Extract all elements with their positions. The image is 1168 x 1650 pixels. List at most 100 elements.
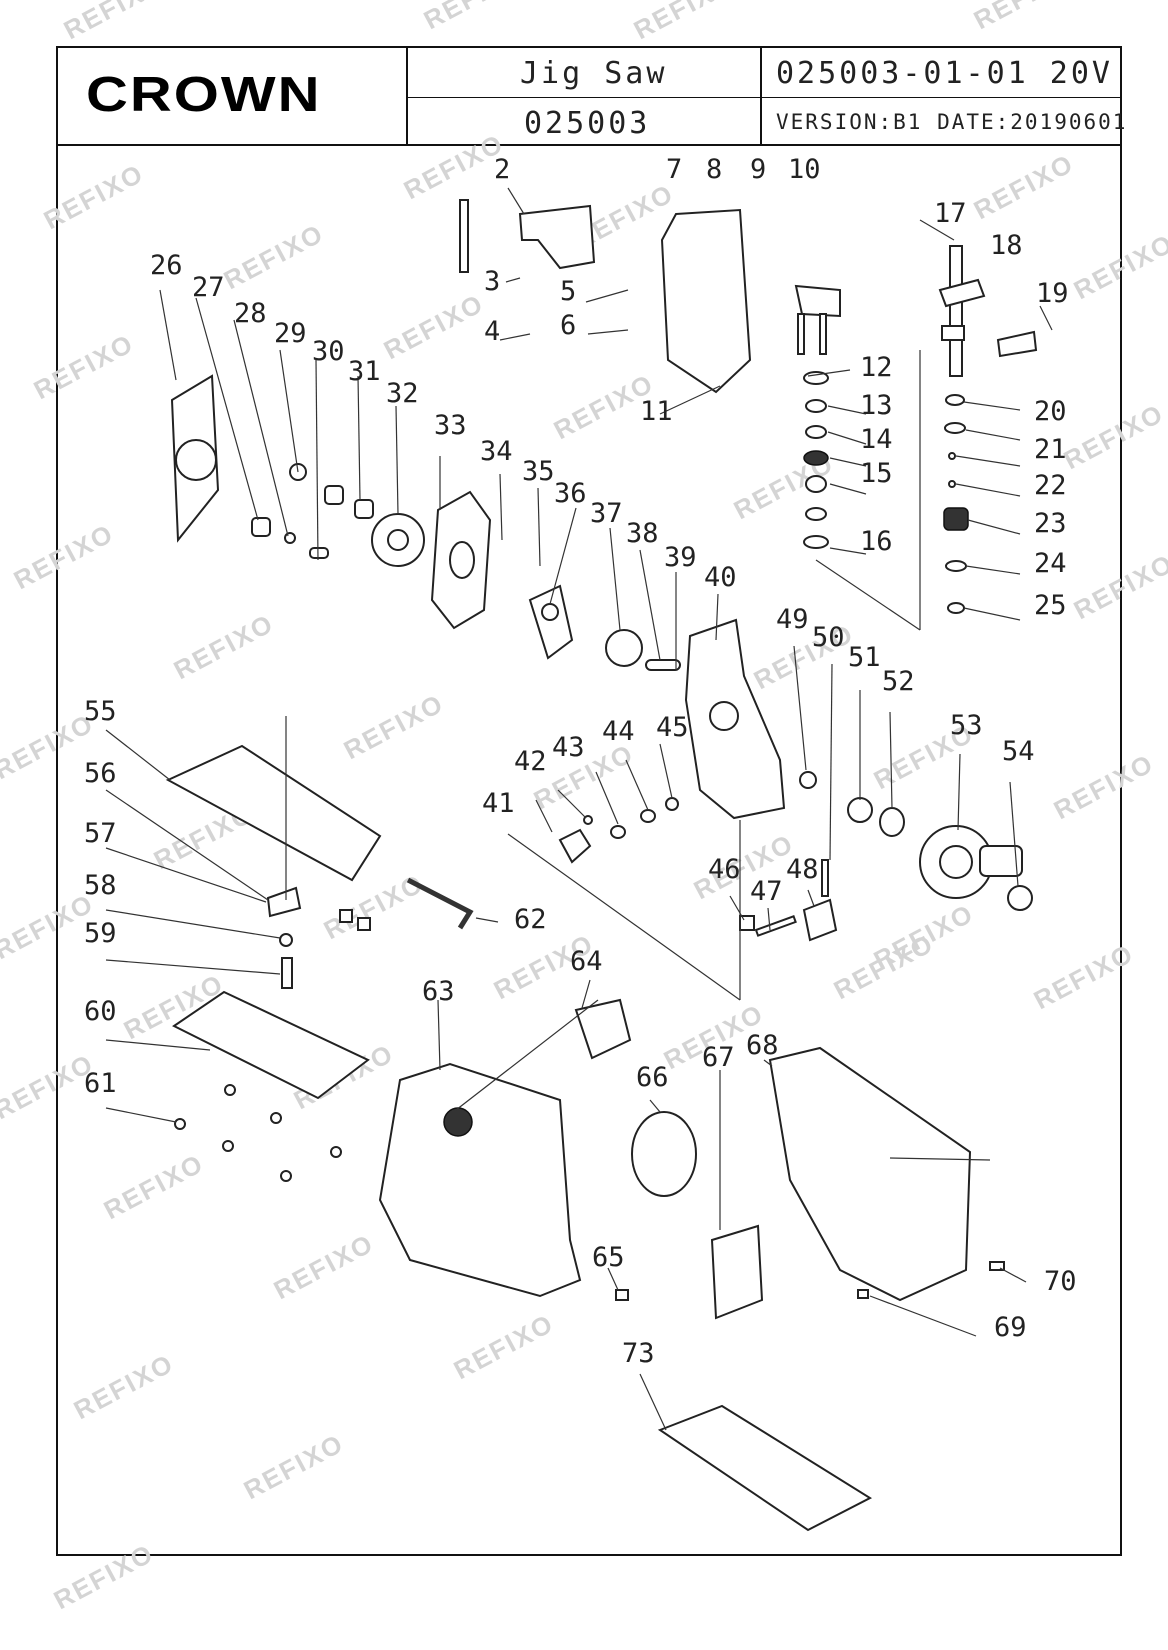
callout-2: 2 <box>494 154 510 185</box>
callout-54: 54 <box>1002 736 1035 767</box>
callout-34: 34 <box>480 436 513 467</box>
callout-41: 41 <box>482 788 515 819</box>
callout-9: 9 <box>750 154 766 185</box>
part-17-plunger <box>949 245 963 377</box>
callout-69: 69 <box>994 1312 1027 1343</box>
watermark-text: REFIXO <box>239 1428 349 1506</box>
callout-19: 19 <box>1036 278 1069 309</box>
callout-15: 15 <box>860 458 893 489</box>
callout-61: 61 <box>84 1068 117 1099</box>
part-64-switch <box>574 998 632 1060</box>
watermark-text: REFIXO <box>59 0 169 45</box>
callout-21: 21 <box>1034 434 1067 465</box>
product-name: Jig Saw <box>520 56 668 91</box>
watermark-text: REFIXO <box>39 158 149 236</box>
callout-5: 5 <box>560 276 576 307</box>
watermark-text: REFIXO <box>399 128 509 206</box>
watermark-text: REFIXO <box>69 1348 179 1426</box>
callout-63: 63 <box>422 976 455 1007</box>
callout-28: 28 <box>234 298 267 329</box>
watermark-text: REFIXO <box>969 0 1079 35</box>
callout-10: 10 <box>788 154 821 185</box>
callout-24: 24 <box>1034 548 1067 579</box>
part-73-base <box>657 1404 873 1532</box>
callout-35: 35 <box>522 456 555 487</box>
callout-59: 59 <box>84 918 117 949</box>
callout-70: 70 <box>1044 1266 1077 1297</box>
callout-49: 49 <box>776 604 809 635</box>
part-60-base-plate <box>172 990 370 1100</box>
callout-32: 32 <box>386 378 419 409</box>
callout-22: 22 <box>1034 470 1067 501</box>
callout-50: 50 <box>812 622 845 653</box>
watermark-text: REFIXO <box>969 148 1079 226</box>
callout-42: 42 <box>514 746 547 777</box>
callout-57: 57 <box>84 818 117 849</box>
callout-40: 40 <box>704 562 737 593</box>
title-block-divider-right <box>760 46 762 144</box>
part-66-stator <box>631 1111 697 1197</box>
callout-64: 64 <box>570 946 603 977</box>
watermark-text: REFIXO <box>219 218 329 296</box>
watermark-text: REFIXO <box>9 518 119 596</box>
watermark-text: REFIXO <box>419 0 529 35</box>
callout-14: 14 <box>860 424 893 455</box>
callout-58: 58 <box>84 870 117 901</box>
callout-36: 36 <box>554 478 587 509</box>
callout-25: 25 <box>1034 590 1067 621</box>
callout-3: 3 <box>484 266 500 297</box>
callout-67: 67 <box>702 1042 735 1073</box>
watermark-text: REFIXO <box>1069 228 1168 306</box>
watermark-text: REFIXO <box>99 1148 209 1226</box>
watermark-text: REFIXO <box>269 1228 379 1306</box>
part-68-housing-right <box>768 1046 972 1302</box>
callout-33: 33 <box>434 410 467 441</box>
watermark-text: REFIXO <box>1049 748 1159 826</box>
callout-51: 51 <box>848 642 881 673</box>
watermark-text: REFIXO <box>29 328 139 406</box>
watermark-text: REFIXO <box>319 868 429 946</box>
callout-38: 38 <box>626 518 659 549</box>
callout-47: 47 <box>750 876 783 907</box>
drawing-number: 025003-01-01 20V <box>776 56 1113 91</box>
title-block-divider-left <box>406 46 408 144</box>
title-block-bottom-rule <box>56 144 1122 146</box>
part-2-guide <box>518 204 596 270</box>
callout-45: 45 <box>656 712 689 743</box>
callout-13: 13 <box>860 390 893 421</box>
callout-27: 27 <box>192 272 225 303</box>
watermark-text: REFIXO <box>829 928 939 1006</box>
callout-46: 46 <box>708 854 741 885</box>
title-block-mid-rule <box>406 97 1122 98</box>
watermark-text: REFIXO <box>1069 548 1168 626</box>
callout-17: 17 <box>934 198 967 229</box>
watermark-text: REFIXO <box>339 688 449 766</box>
watermark-text: REFIXO <box>169 608 279 686</box>
callout-68: 68 <box>746 1030 779 1061</box>
watermark-text: REFIXO <box>449 1308 559 1386</box>
callout-52: 52 <box>882 666 915 697</box>
version-info: VERSION:B1 DATE:20190601 <box>776 110 1128 134</box>
watermark-text: REFIXO <box>49 1538 159 1616</box>
callout-43: 43 <box>552 732 585 763</box>
callout-65: 65 <box>592 1242 625 1273</box>
part-7-gear-housing <box>660 208 752 394</box>
callout-6: 6 <box>560 310 576 341</box>
callout-26: 26 <box>150 250 183 281</box>
callout-16: 16 <box>860 526 893 557</box>
callout-31: 31 <box>348 356 381 387</box>
callout-7: 7 <box>666 154 682 185</box>
watermark-text: REFIXO <box>379 288 489 366</box>
watermark-text: REFIXO <box>1029 938 1139 1016</box>
callout-44: 44 <box>602 716 635 747</box>
callout-53: 53 <box>950 710 983 741</box>
callout-23: 23 <box>1034 508 1067 539</box>
callout-55: 55 <box>84 696 117 727</box>
product-code: 025003 <box>524 106 651 141</box>
callout-4: 4 <box>484 316 500 347</box>
callout-48: 48 <box>786 854 819 885</box>
part-55-base <box>165 744 382 882</box>
callout-39: 39 <box>664 542 697 573</box>
